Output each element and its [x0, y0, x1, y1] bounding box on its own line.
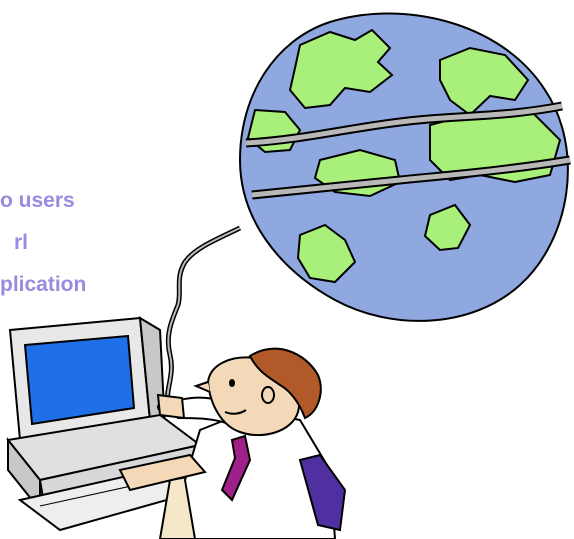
text-line-2: rl: [14, 231, 29, 254]
cable-icon: [164, 225, 242, 406]
text-line-3: plication: [0, 273, 87, 296]
person-icon: [118, 347, 347, 539]
text-line-1: o users: [0, 189, 75, 212]
clip-text-block: o users rl plication: [0, 180, 200, 306]
globe-icon: [238, 12, 571, 322]
